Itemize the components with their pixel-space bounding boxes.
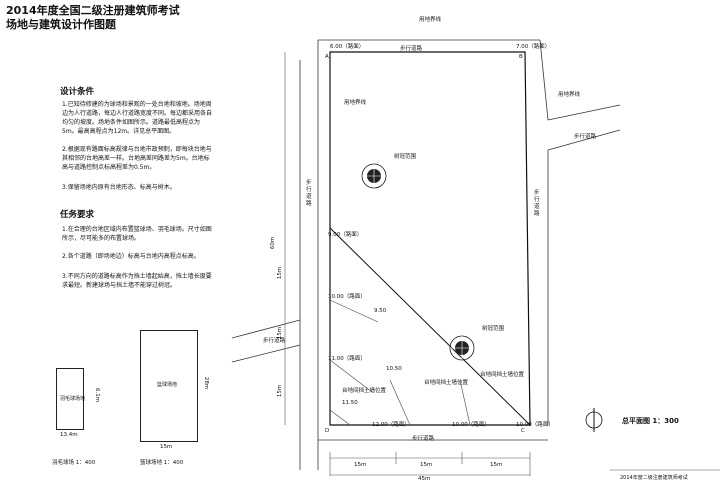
retaining-wall-label-2: 台地间挡土墙位置 <box>424 380 469 386</box>
badminton-court: 羽毛球场地 <box>56 368 86 430</box>
contour-line-1 <box>329 299 379 323</box>
property-line-right: 用地界线 <box>558 92 581 98</box>
dim-bottom-seg1: 15m <box>354 462 367 468</box>
tree-canopy-label-2: 树冠范围 <box>482 326 505 332</box>
dim-bottom-seg3: 15m <box>490 462 503 468</box>
dim-left-seg2: 15m <box>277 326 284 340</box>
dim-left-seg3: 15m <box>277 384 284 398</box>
exam-subtitle: 场地与建筑设计作图题 <box>6 18 116 31</box>
basketball-caption: 篮球场地 1：400 <box>140 460 184 466</box>
elev-top-left: 6.00（路面） <box>330 44 365 50</box>
tree-canopy-label-1: 树冠范围 <box>394 154 417 160</box>
design-condition-2: 2.根据现有路面标高规律与台地市政预制，即每块台地与其相邻的台地高差一样。台地高… <box>62 146 212 171</box>
dim-left-seg1: 15m <box>277 266 284 280</box>
contour-line-5 <box>459 379 471 426</box>
dim-left-total: 60m <box>270 236 277 250</box>
basketball-width-dim: 15m <box>160 444 173 450</box>
corner-b: B <box>519 54 523 60</box>
footer-text: 2014年度二级注册建筑师考试 <box>620 475 688 481</box>
tree-icon-1 <box>361 163 387 189</box>
corner-d: D <box>325 428 330 434</box>
sidewalk-left-street: 步行道路 <box>263 338 286 344</box>
contour-line-4 <box>389 379 411 426</box>
sidewalk-right-street: 步行道路 <box>574 134 597 140</box>
sidewalk-right-vertical: 步行道路 <box>534 190 540 217</box>
contour-line-2 <box>329 359 373 393</box>
exam-title: 2014年度全国二级注册建筑师考试 <box>6 4 180 17</box>
plan-scale-label: 总平面图 1：300 <box>622 417 679 425</box>
property-line-inner: 用地界线 <box>344 100 367 106</box>
contour-line-3 <box>329 409 351 426</box>
elev-bottom-right: 10.00（路面） <box>516 422 554 428</box>
basketball-court: 篮球场地 <box>140 330 198 442</box>
terrace-diagonal <box>329 227 531 426</box>
design-condition-3: 3.保留场地内原有台地形态、标高与树木。 <box>62 184 176 191</box>
side-street-top <box>547 104 621 121</box>
retaining-wall-label-1: 台地间挡土墙位置 <box>342 388 387 394</box>
sidewalk-bottom: 步行道路 <box>412 436 435 442</box>
left-street-bottom <box>231 344 301 363</box>
elev-inner-3: 11.50 <box>342 400 358 406</box>
elev-mid-left-1: 9.00（路面） <box>328 232 363 238</box>
task-requirement-2: 2.各个道路（即场地边）标高与台地内高程点标高。 <box>62 253 200 260</box>
task-requirement-1: 1.在合理的台地区域内布置篮球场、羽毛球场。尺寸如图所示，尽可能多的布置球场。 <box>62 226 212 242</box>
elev-bottom-left: 12.00（路面） <box>372 422 410 428</box>
dim-bottom-seg2: 15m <box>420 462 433 468</box>
sidewalk-left-vertical: 步行道路 <box>306 180 312 207</box>
elev-mid-left-2: 10.00（路面） <box>328 294 366 300</box>
elev-inner-2: 10.50 <box>386 366 402 372</box>
north-arrow-icon <box>585 408 603 432</box>
property-line-top: 用地界线 <box>419 17 442 23</box>
badminton-court-label: 羽毛球场地 <box>60 396 86 402</box>
corner-a: A <box>325 54 329 60</box>
dim-bottom-total: 45m <box>418 476 431 482</box>
design-condition-1: 1.已知待修建的为球场和景观的一处台地和坡地。场地周边为人行道路，每边人行道路宽… <box>62 101 213 135</box>
elev-top-right: 7.00（路面） <box>516 44 551 50</box>
right-road-outer-edge <box>539 39 549 121</box>
elev-mid-left-3: 11.00（路面） <box>328 356 366 362</box>
task-requirements-heading: 任务要求 <box>60 210 95 220</box>
retaining-wall-label-3: 台地间挡土墙位置 <box>480 372 525 378</box>
elev-bottom-mid: 10.00（路面） <box>452 422 490 428</box>
tree-icon-2 <box>449 335 475 361</box>
sidewalk-top: 步行道路 <box>400 46 423 52</box>
left-street-top <box>231 319 301 339</box>
basketball-court-label: 篮球场地 <box>157 382 178 388</box>
elev-inner-1: 9.50 <box>374 308 387 314</box>
corner-c: C <box>521 428 525 434</box>
task-requirement-3: 3.不同方向的道路标高作为挡土墙起始高，挡土墙长度要求最短。新建球场与挡土墙不能… <box>62 273 212 289</box>
badminton-width-dim: 13.4m <box>60 432 78 438</box>
badminton-caption: 羽毛球场 1：400 <box>52 460 96 466</box>
side-street-bottom <box>547 129 621 151</box>
design-conditions-heading: 设计条件 <box>60 87 95 97</box>
